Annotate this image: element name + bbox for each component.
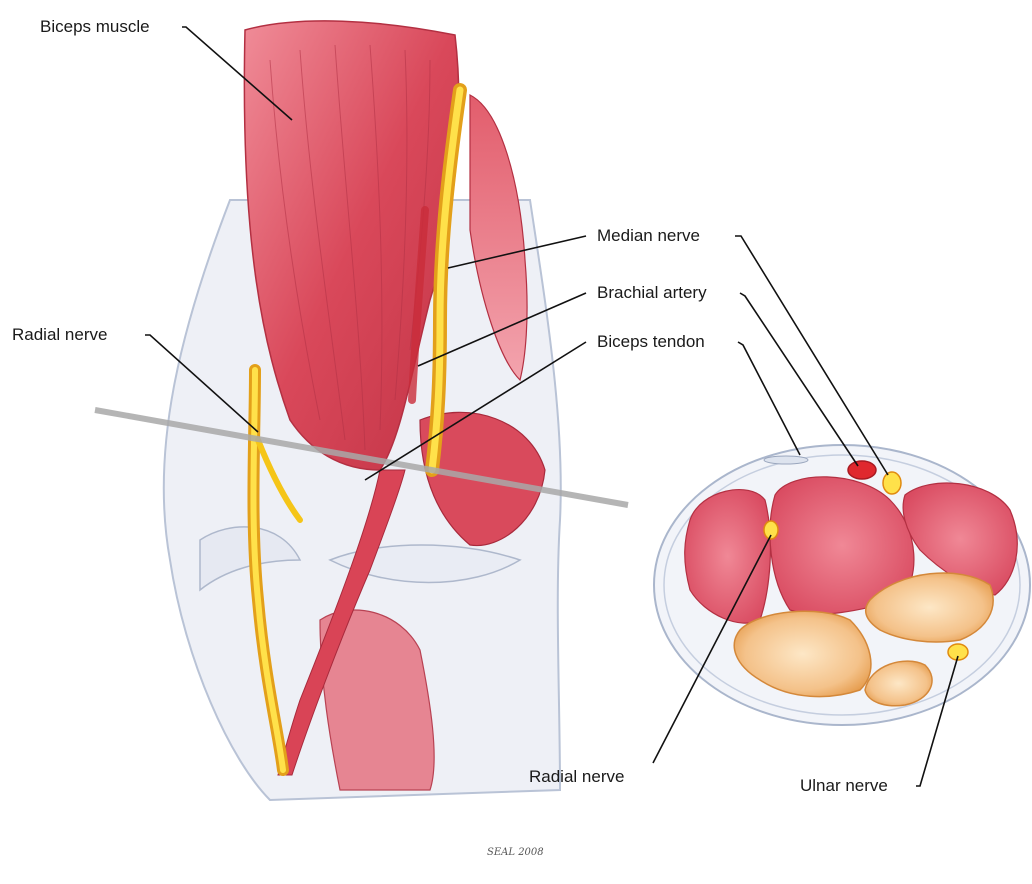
artist-signature: SEAL 2008 bbox=[487, 848, 544, 858]
label-radial-nerve-section: Radial nerve bbox=[529, 767, 624, 787]
section-brachial-artery bbox=[848, 461, 876, 479]
leader-brachial-artery-right bbox=[740, 293, 858, 466]
label-ulnar-nerve: Ulnar nerve bbox=[800, 776, 888, 796]
section-tendon bbox=[764, 456, 808, 464]
label-radial-nerve-upper: Radial nerve bbox=[12, 325, 107, 345]
cross-section-illustration bbox=[654, 445, 1030, 725]
section-median-nerve bbox=[883, 472, 901, 494]
label-median-nerve: Median nerve bbox=[597, 226, 700, 246]
label-brachial-artery: Brachial artery bbox=[597, 283, 707, 303]
label-biceps-tendon: Biceps tendon bbox=[597, 332, 705, 352]
leader-biceps-tendon-right bbox=[738, 342, 800, 455]
leader-median-nerve-right bbox=[735, 236, 888, 475]
limb-illustration bbox=[95, 21, 628, 800]
label-biceps-muscle: Biceps muscle bbox=[40, 17, 150, 37]
